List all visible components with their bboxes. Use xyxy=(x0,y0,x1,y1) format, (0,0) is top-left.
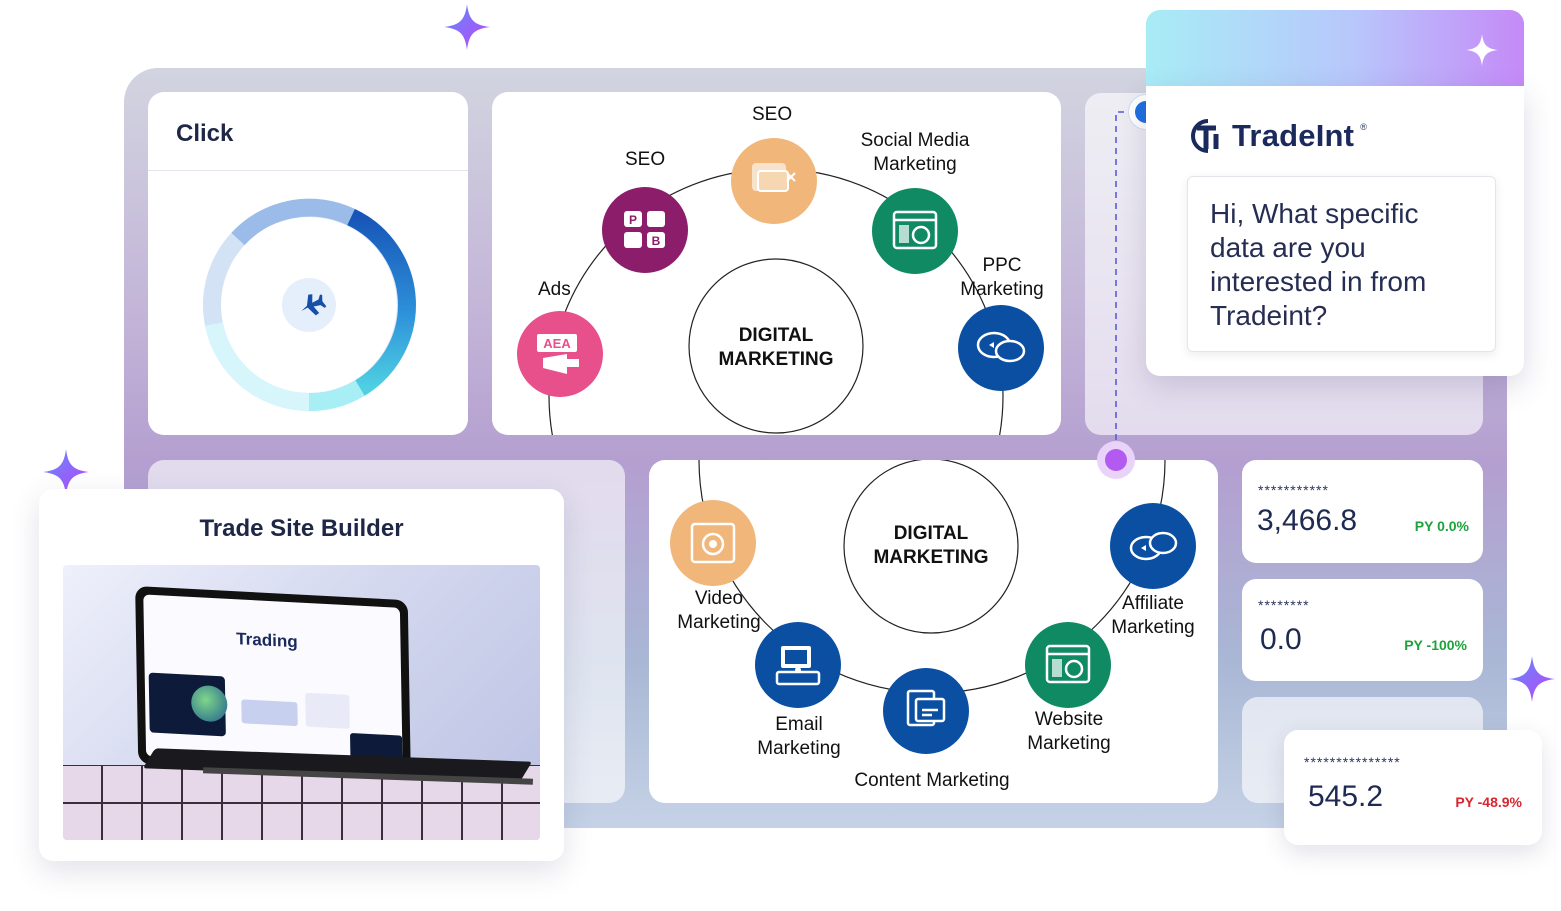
airplane-icon xyxy=(301,294,327,316)
stat-label: *************** xyxy=(1304,754,1401,770)
chat-message: Hi, What specific data are you intereste… xyxy=(1187,176,1496,352)
content-marketing-icon xyxy=(883,668,969,754)
chat-header xyxy=(1146,10,1524,86)
screen-heading: Trading xyxy=(236,629,298,652)
video-camera-icon xyxy=(670,500,756,586)
sparkle-icon xyxy=(1509,656,1555,702)
svg-text:AEA: AEA xyxy=(543,336,571,351)
sparkle-icon xyxy=(1466,34,1498,66)
label-ads: Ads xyxy=(538,279,571,300)
affiliate-chat-icon xyxy=(1110,503,1196,589)
click-card: Click xyxy=(148,92,468,435)
brand-name: TradeInt xyxy=(1232,118,1355,153)
tradeint-logo: TradeInt ® xyxy=(1188,118,1367,154)
website-icon xyxy=(1025,622,1111,708)
connector-dot-purple xyxy=(1097,441,1135,479)
laptop-preview-image: Trading xyxy=(63,565,540,840)
stat-value: 545.2 xyxy=(1308,780,1384,813)
ads-megaphone-icon: AEA xyxy=(517,311,603,397)
registered-mark-icon: ® xyxy=(1360,122,1367,132)
stat-value: 3,466.8 xyxy=(1257,504,1358,537)
stat-card: *************** 545.2 PY -48.9% xyxy=(1284,730,1542,845)
stat-py-change: PY -48.9% xyxy=(1455,794,1522,810)
stat-value: 0.0 xyxy=(1260,623,1302,656)
divider xyxy=(148,170,468,171)
social-media-icon xyxy=(872,188,958,274)
sparkle-icon xyxy=(444,4,490,50)
stat-py-change: PY 0.0% xyxy=(1414,518,1469,534)
label-seo: SEO xyxy=(752,104,793,125)
svg-text:P: P xyxy=(629,213,637,227)
email-icon xyxy=(755,622,841,708)
trade-site-builder-card: Trade Site Builder Trading xyxy=(39,489,564,861)
label-content-marketing: Content Marketing xyxy=(854,770,1010,791)
click-card-title: Click xyxy=(176,120,234,147)
tradeint-logo-icon xyxy=(1191,119,1219,153)
stat-py-change: PY -100% xyxy=(1404,637,1467,653)
stat-card: ******** 0.0 PY -100% xyxy=(1242,579,1483,681)
stat-card: *********** 3,466.8 PY 0.0% xyxy=(1242,460,1483,563)
click-donut-chart xyxy=(203,198,416,412)
trade-site-builder-title: Trade Site Builder xyxy=(199,515,404,542)
ppc-chat-icon xyxy=(958,305,1044,391)
label-seo: SEO xyxy=(625,149,666,170)
seo-icon xyxy=(731,138,817,224)
stat-label: *********** xyxy=(1258,482,1329,498)
svg-text:B: B xyxy=(652,234,661,248)
stat-label: ******** xyxy=(1258,597,1310,613)
sparkle-icon xyxy=(43,449,89,495)
